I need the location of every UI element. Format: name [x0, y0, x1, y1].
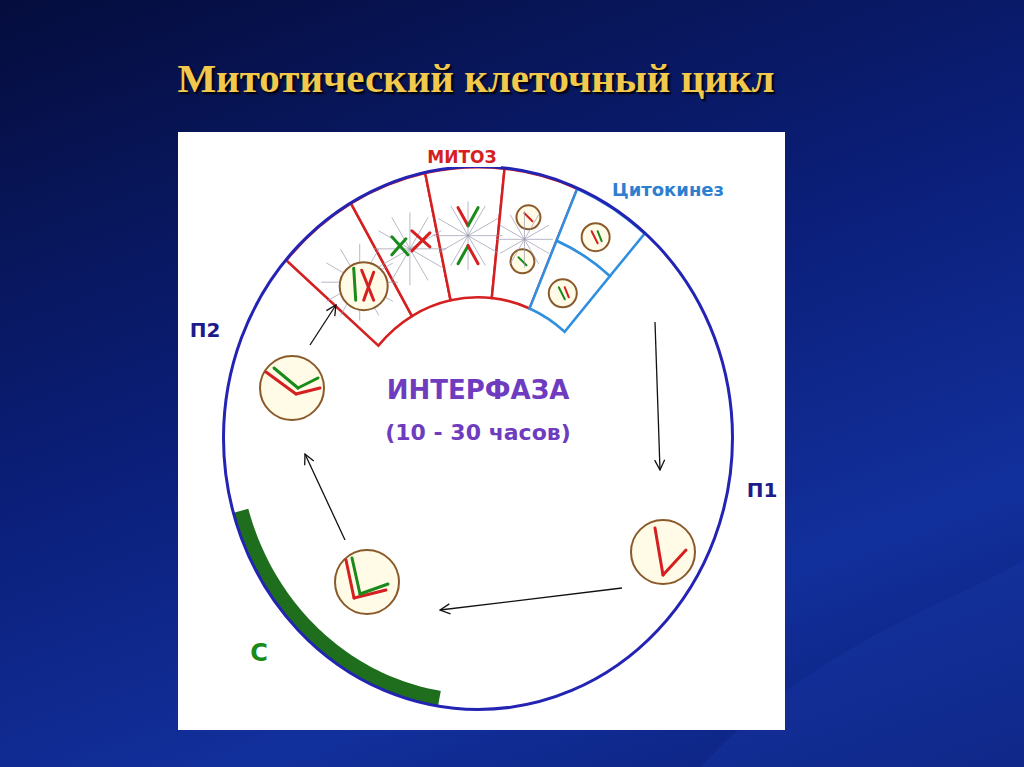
chromosome — [565, 287, 569, 297]
chromosome — [412, 233, 430, 251]
white-panel — [178, 132, 785, 730]
chromosome — [598, 231, 602, 241]
cytokinesis-label: Цитокинез — [608, 179, 728, 200]
phase-name: П1 — [747, 478, 778, 502]
s-phase-band — [241, 511, 440, 699]
cell — [582, 223, 610, 251]
chromosome — [360, 584, 388, 594]
arrow — [310, 305, 336, 345]
phase-label: МИТОЗ — [427, 147, 496, 167]
cell — [510, 249, 534, 273]
chromosome — [500, 225, 548, 253]
chromosome — [364, 272, 374, 300]
chromosome — [663, 550, 686, 575]
chromosome — [655, 528, 663, 575]
cell-cycle-circle: ИНТЕРФАЗА(10 - 30 часов)МИТОЗЦитокинезС — [222, 165, 734, 711]
cell — [260, 356, 324, 420]
chromosome — [362, 270, 374, 300]
cell-drawings — [241, 202, 695, 699]
chromosome — [392, 239, 406, 255]
phase-label: Цитокинез — [612, 179, 724, 200]
arrow — [655, 322, 660, 470]
chromosome — [592, 231, 598, 243]
arrow — [305, 454, 345, 540]
chromosome — [458, 246, 468, 264]
chromosome — [468, 208, 478, 226]
cytokinesis-sector — [530, 241, 610, 332]
chromosome — [298, 378, 318, 388]
chromosome — [379, 231, 441, 267]
phase-name: П2 — [190, 318, 221, 342]
cell — [549, 279, 577, 307]
chromosome — [468, 246, 478, 264]
chromosome — [524, 213, 532, 221]
cell — [335, 550, 399, 614]
chromosome — [296, 388, 320, 394]
arrow — [440, 588, 622, 610]
cell — [631, 520, 695, 584]
cell — [340, 262, 388, 310]
chromosome — [559, 287, 565, 299]
phase-heading: ИНТЕРФАЗА — [387, 375, 570, 405]
s-phase-label: С — [246, 639, 272, 667]
phase-duration: (10 - 30 часов) — [385, 420, 570, 445]
chromosome — [392, 237, 408, 255]
phase-label: С — [250, 639, 268, 667]
chromosome — [518, 257, 526, 265]
chromosome — [352, 558, 360, 594]
chromosome — [354, 268, 356, 300]
chromosome — [458, 208, 468, 226]
chromosome — [412, 231, 430, 247]
cycle-arrows — [305, 305, 660, 610]
chromosome — [274, 368, 298, 388]
mitosis-label: МИТОЗ — [423, 147, 500, 167]
slide-title: Митотический клеточный цикл — [177, 54, 774, 102]
circle-outline — [224, 167, 733, 710]
